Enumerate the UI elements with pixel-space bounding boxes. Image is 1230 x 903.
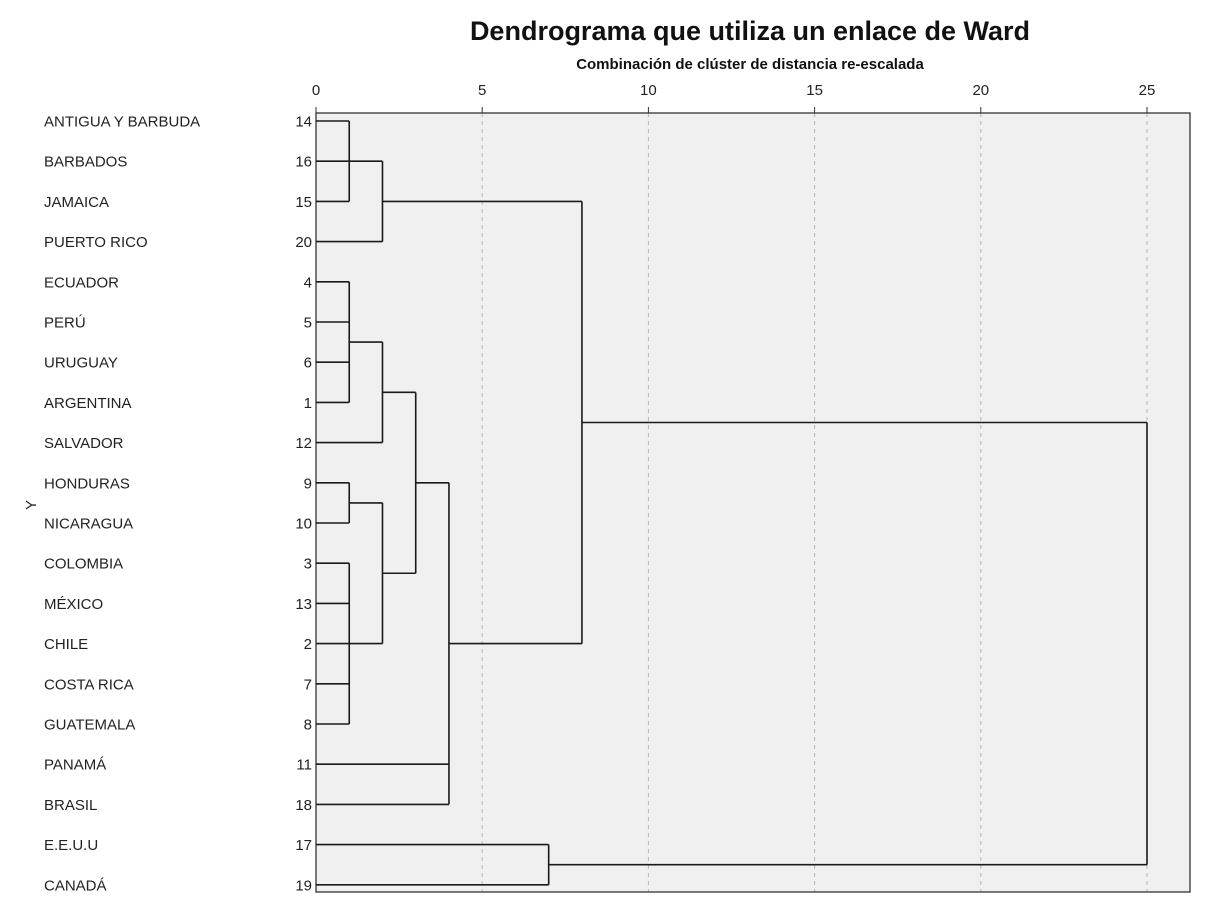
leaf-case-number: 10 (295, 516, 312, 533)
leaf-case-number: 3 (304, 556, 312, 573)
plot-area (316, 113, 1190, 892)
x-tick-label: 0 (312, 82, 320, 99)
plot-border (315, 112, 1191, 893)
chart-title: Dendrograma que utiliza un enlace de War… (469, 16, 1031, 46)
leaf-label: HONDURAS (44, 475, 130, 492)
leaf-case-number: 13 (295, 596, 312, 613)
leaf-case-number: 6 (304, 355, 312, 372)
leaf-label: JAMAICA (44, 194, 109, 211)
leaf-label: MÉXICO (44, 596, 103, 613)
leaf-case-number: 7 (304, 676, 312, 693)
leaf-label: PANAMÁ (44, 757, 106, 774)
y-axis-label: Y (23, 500, 40, 510)
leaf-case-number: 20 (295, 234, 312, 251)
leaf-label: BRASIL (44, 797, 97, 814)
leaf-label: CANADÁ (44, 877, 107, 894)
leaf-case-number: 16 (295, 154, 312, 171)
leaf-case-number: 14 (295, 114, 312, 131)
leaf-label: GUATEMALA (44, 717, 135, 734)
leaf-label: COSTA RICA (44, 676, 134, 693)
leaf-case-number: 12 (295, 435, 312, 452)
x-tick-label: 25 (1139, 82, 1156, 99)
leaf-case-number: 18 (295, 797, 312, 814)
leaf-case-number: 2 (304, 636, 312, 653)
leaf-label: BARBADOS (44, 154, 127, 171)
leaf-case-number: 8 (304, 717, 312, 734)
x-tick-label: 5 (478, 82, 486, 99)
leaf-label: E.E.U.U (44, 837, 98, 854)
x-tick-label: 15 (806, 82, 823, 99)
leaf-case-number: 4 (304, 274, 312, 291)
leaf-case-number: 1 (304, 395, 312, 412)
leaf-label: NICARAGUA (44, 516, 133, 533)
leaf-label: SALVADOR (44, 435, 124, 452)
leaf-label: PUERTO RICO (44, 234, 148, 251)
leaf-label: CHILE (44, 636, 88, 653)
x-tick-label: 10 (640, 82, 657, 99)
leaf-label: ARGENTINA (44, 395, 132, 412)
leaf-case-number: 15 (295, 194, 312, 211)
leaf-case-number: 11 (296, 757, 312, 774)
chart-subtitle: Combinación de clúster de distancia re-e… (576, 56, 924, 73)
leaf-case-number: 17 (295, 837, 312, 854)
leaf-label: ECUADOR (44, 274, 119, 291)
leaf-case-number: 19 (295, 877, 312, 894)
leaf-case-number: 5 (304, 315, 312, 332)
leaf-label: ANTIGUA Y BARBUDA (44, 114, 200, 131)
leaf-label: COLOMBIA (44, 556, 123, 573)
leaf-label: URUGUAY (44, 355, 118, 372)
leaf-case-number: 9 (304, 475, 312, 492)
leaf-label: PERÚ (44, 315, 86, 332)
x-tick-label: 20 (972, 82, 989, 99)
